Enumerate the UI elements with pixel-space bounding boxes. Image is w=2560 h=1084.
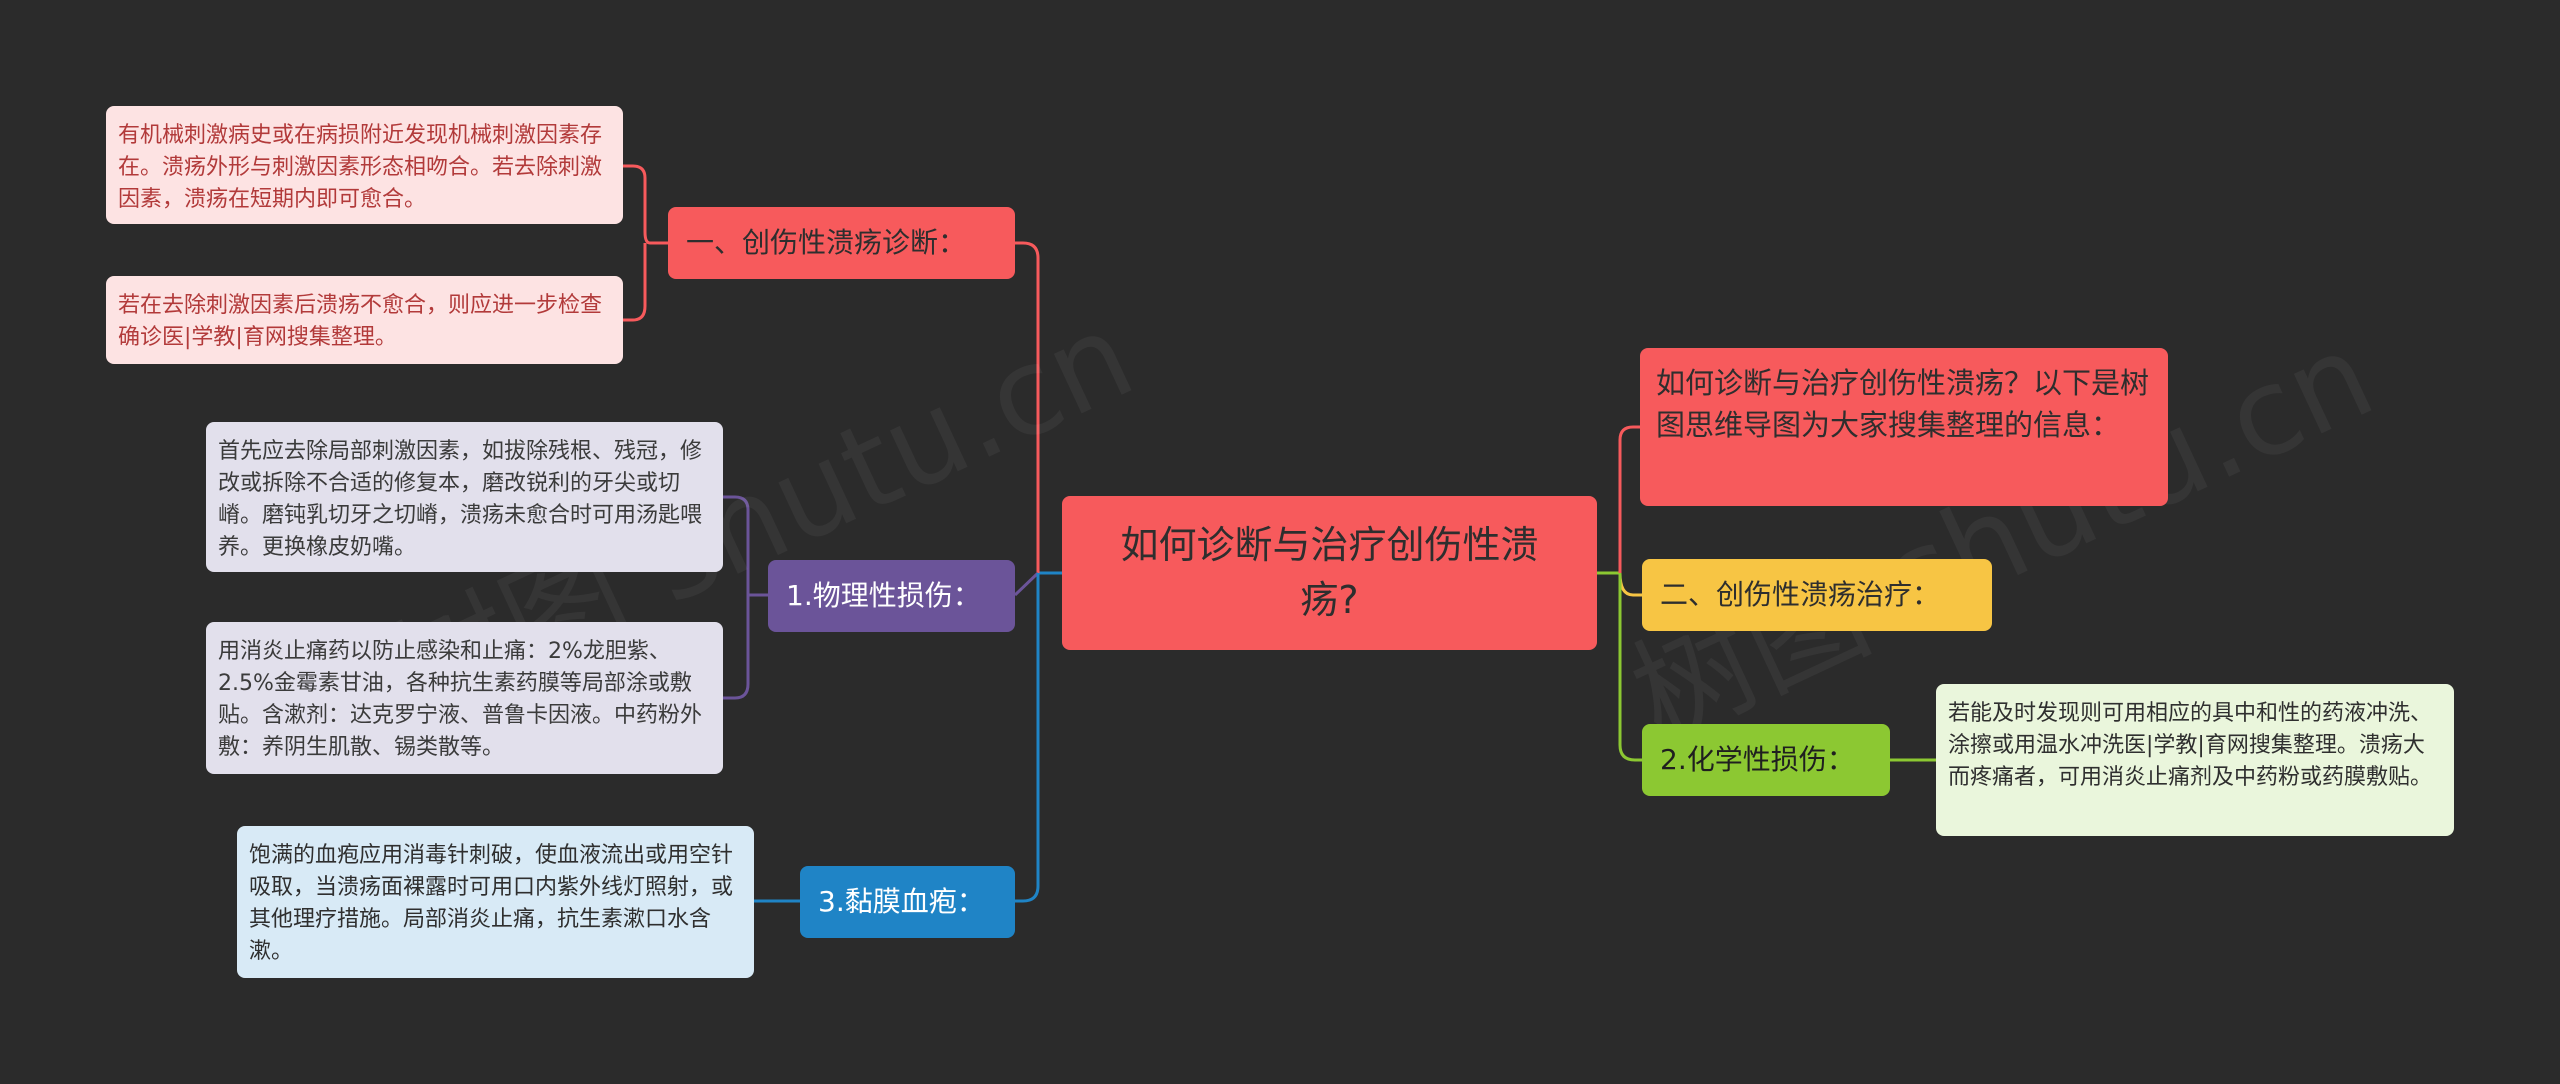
connector-left-trunk-blue xyxy=(1015,573,1040,903)
leaf-diagnosis-1-text: 有机械刺激病史或在病损附近发现机械刺激因素存在。溃疡外形与刺激因素形态相吻合。若… xyxy=(118,123,603,212)
branch-mucosal-blister[interactable]: 3.黏膜血疱： xyxy=(800,866,1015,938)
connector-purple-leaf-1 xyxy=(723,495,768,597)
branch-treatment[interactable]: 二、创伤性溃疡治疗： xyxy=(1642,559,1992,631)
branch-chemical-injury[interactable]: 2.化学性损伤： xyxy=(1642,724,1890,796)
leaf-diagnosis-2[interactable]: 若在去除刺激因素后溃疡不愈合，则应进一步检查确诊医|学教|育网搜集整理。 xyxy=(106,276,623,364)
leaf-chemical-1[interactable]: 若能及时发现则可用相应的具中和性的药液冲洗、涂擦或用温水冲洗医|学教|育网搜集整… xyxy=(1936,684,2454,836)
leaf-physical-2[interactable]: 用消炎止痛药以防止感染和止痛：2%龙胆紫、2.5%金霉素甘油，各种抗生素药膜等局… xyxy=(206,622,723,774)
branch-diagnosis-label: 一、创伤性溃疡诊断： xyxy=(686,225,967,259)
leaf-chemical-1-text: 若能及时发现则可用相应的具中和性的药液冲洗、涂擦或用温水冲洗医|学教|育网搜集整… xyxy=(1948,701,2433,790)
connector-purple-leaf-2 xyxy=(723,595,750,700)
central-topic-label: 如何诊断与治疗创伤性溃疡? xyxy=(1120,522,1539,622)
leaf-diagnosis-2-text: 若在去除刺激因素后溃疡不愈合，则应进一步检查确诊医|学教|育网搜集整理。 xyxy=(118,293,603,350)
connector-left-trunk-purple xyxy=(1013,571,1040,597)
central-topic[interactable]: 如何诊断与治疗创伤性溃疡? xyxy=(1062,496,1597,650)
leaf-physical-2-text: 用消炎止痛药以防止感染和止痛：2%龙胆紫、2.5%金霉素甘油，各种抗生素药膜等局… xyxy=(218,639,703,760)
leaf-mucosal-1-text: 饱满的血疱应用消毒针刺破，使血液流出或用空针吸取，当溃疡面裸露时可用口内紫外线灯… xyxy=(249,843,734,964)
connector-right-yellow xyxy=(1618,572,1642,597)
connector-right-green xyxy=(1618,573,1642,762)
leaf-physical-1[interactable]: 首先应去除局部刺激因素，如拔除残根、残冠，修改或拆除不合适的修复本，磨改锐利的牙… xyxy=(206,422,723,572)
connector-red-leaf-1 xyxy=(623,164,668,245)
branch-chemical-injury-label: 2.化学性损伤： xyxy=(1660,742,1855,776)
branch-physical-injury-label: 1.物理性损伤： xyxy=(786,578,981,612)
connector-red-leaf-2 xyxy=(623,243,647,322)
leaf-physical-1-text: 首先应去除局部刺激因素，如拔除残根、残冠，修改或拆除不合适的修复本，磨改锐利的牙… xyxy=(218,439,703,560)
branch-mucosal-blister-label: 3.黏膜血疱： xyxy=(818,884,985,918)
intro-node[interactable]: 如何诊断与治疗创伤性溃疡？以下是树图思维导图为大家搜集整理的信息： xyxy=(1640,348,2168,506)
intro-text: 如何诊断与治疗创伤性溃疡？以下是树图思维导图为大家搜集整理的信息： xyxy=(1656,366,2150,443)
leaf-mucosal-1[interactable]: 饱满的血疱应用消毒针刺破，使血液流出或用空针吸取，当溃疡面裸露时可用口内紫外线灯… xyxy=(237,826,754,978)
branch-diagnosis[interactable]: 一、创伤性溃疡诊断： xyxy=(668,207,1015,279)
connector-right-red xyxy=(1618,425,1640,573)
connector-left-trunk-red xyxy=(1015,241,1040,573)
branch-physical-injury[interactable]: 1.物理性损伤： xyxy=(768,560,1015,632)
leaf-diagnosis-1[interactable]: 有机械刺激病史或在病损附近发现机械刺激因素存在。溃疡外形与刺激因素形态相吻合。若… xyxy=(106,106,623,224)
branch-treatment-label: 二、创伤性溃疡治疗： xyxy=(1660,577,1941,611)
